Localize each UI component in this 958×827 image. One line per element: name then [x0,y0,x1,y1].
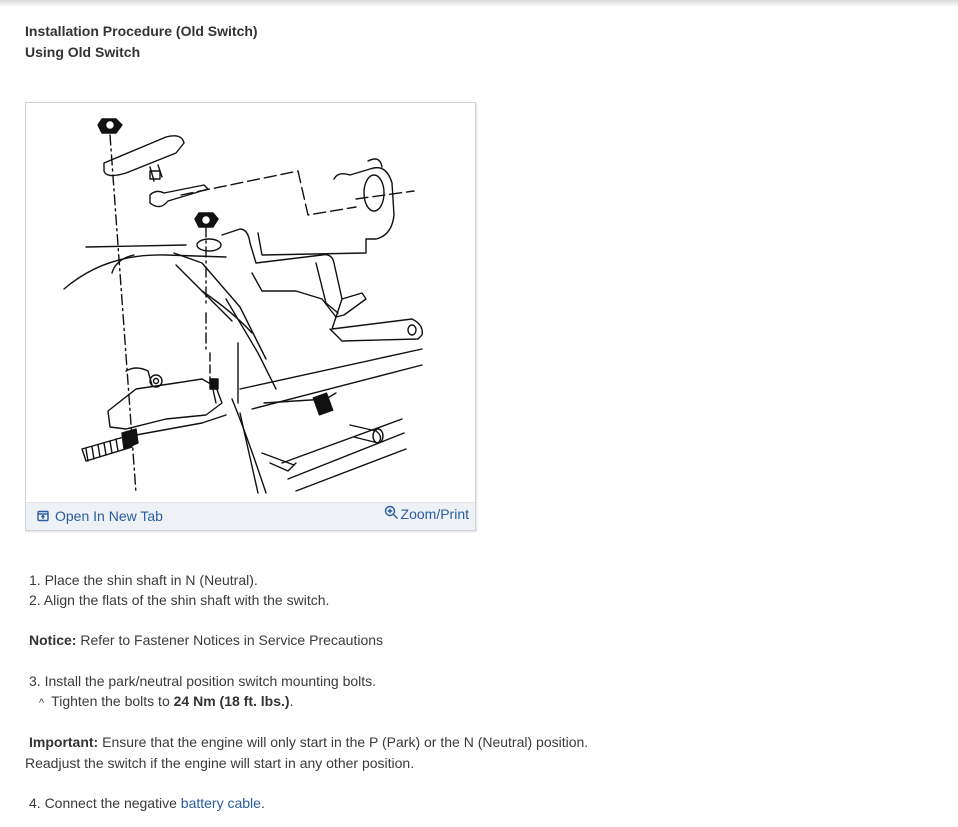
step-3: 3. Install the park/neutral position swi… [29,673,377,689]
battery-cable-link[interactable]: battery cable [180,795,261,811]
important-continuation: Readjust the switch if the engine will s… [25,755,415,771]
notice-paragraph: Notice: Refer to Fastener Notices in Ser… [29,630,383,650]
open-in-new-tab-label: Open In New Tab [55,508,163,524]
substep-text: Tighten the bolts to [51,693,174,709]
important-label: Important: [29,734,99,750]
step-4-text: 4. Connect the negative [29,795,181,811]
open-new-tab-icon [37,510,49,522]
switch-installation-illustration [63,118,423,494]
substep-end: . [289,693,294,709]
step-3-substep: ^ Tighten the bolts to 24 Nm (18 ft. lbs.… [39,691,293,713]
procedure-subtitle: Using Old Switch [25,44,141,60]
open-in-new-tab-link[interactable]: Open In New Tab [37,508,163,524]
substep-bullet: ^ [39,697,45,709]
torque-value: 24 Nm (18 ft. lbs.) [173,693,290,709]
step-4-end: . [260,795,265,811]
notice-label: Notice: [29,632,77,648]
notice-text: Refer to Fastener Notices in Service Pre… [76,632,384,648]
figure-panel: Open In New Tab Zoom/Print [25,102,476,531]
zoom-print-label: Zoom/Print [400,506,469,522]
figure-toolbar: Open In New Tab Zoom/Print [26,502,475,530]
zoom-in-icon [384,505,398,519]
step-4: 4. Connect the negative battery cable. [29,793,265,813]
step-1: 1. Place the shin shaft in N (Neutral). [29,572,258,588]
nut-top [97,118,123,134]
top-shadow [0,0,958,7]
important-paragraph: Important: Ensure that the engine will o… [29,732,588,752]
nut-middle [194,212,219,228]
step-2: 2. Align the flats of the shin shaft wit… [29,592,330,608]
procedure-title: Installation Procedure (Old Switch) [25,23,258,39]
zoom-print-link[interactable]: Zoom/Print [384,505,469,522]
important-text: Ensure that the engine will only start i… [98,734,589,750]
